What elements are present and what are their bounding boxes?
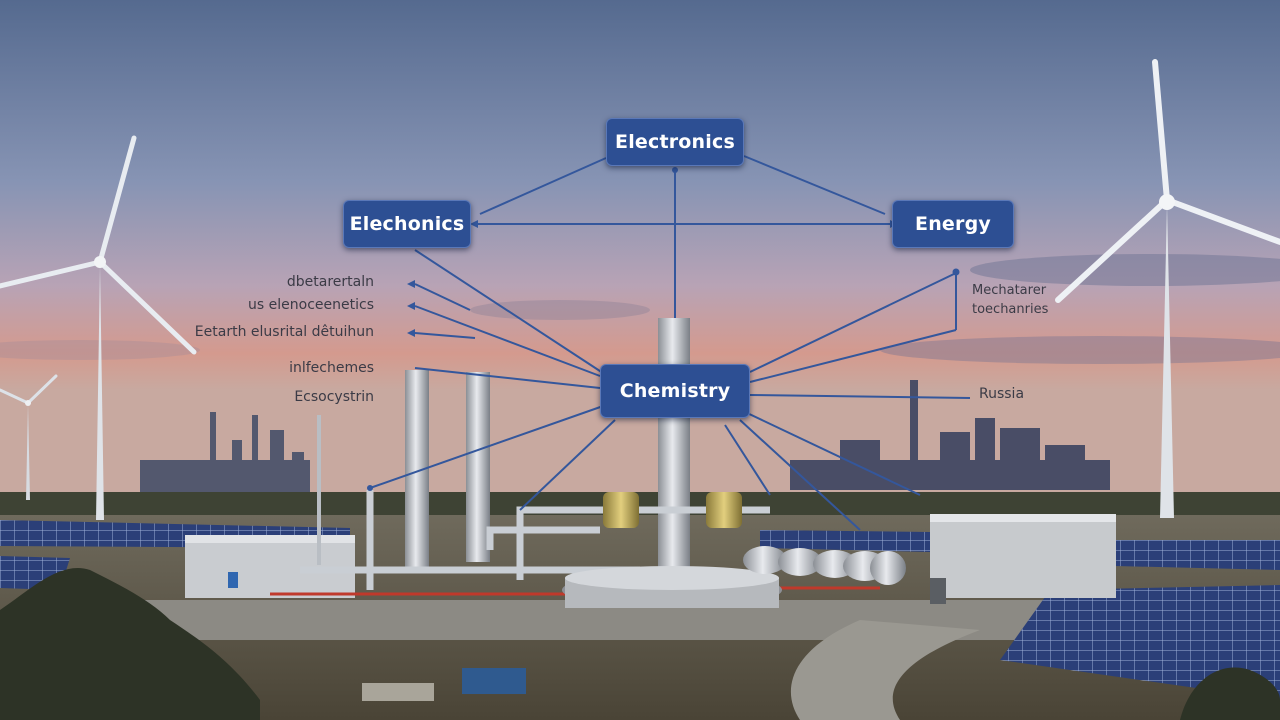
foreground-brush xyxy=(0,568,1280,720)
distant-refinery-left xyxy=(140,412,310,495)
cloud xyxy=(880,336,1280,364)
node-energy-right: Energy xyxy=(892,200,1014,248)
connector xyxy=(414,249,607,376)
platform-top xyxy=(565,566,779,590)
center-tower xyxy=(658,318,690,580)
connector xyxy=(744,411,921,496)
arrowhead xyxy=(407,329,415,337)
solar-field-right xyxy=(1115,540,1280,570)
connector xyxy=(749,394,971,399)
container xyxy=(462,668,526,694)
connector xyxy=(749,329,957,383)
cloud xyxy=(970,254,1280,286)
distant-refinery-right xyxy=(790,380,1110,490)
connector xyxy=(743,155,886,215)
wind-turbine-left xyxy=(0,135,197,520)
reactor-right xyxy=(706,492,742,528)
slab xyxy=(362,683,434,701)
right-label: Mechatarer xyxy=(972,283,1047,298)
wind-turbine-right xyxy=(1055,59,1280,518)
right-label: Russia xyxy=(979,386,1025,402)
connector xyxy=(749,272,957,373)
right-label: toechanries xyxy=(972,302,1049,317)
left-label: Eetarth elusrital dêtuihun xyxy=(194,324,374,340)
connector xyxy=(369,404,607,489)
arrowhead xyxy=(470,220,478,228)
column-mid xyxy=(466,372,490,562)
node-chemistry-center: Chemistry xyxy=(600,364,750,418)
solar-field-front xyxy=(1000,585,1280,700)
connector xyxy=(739,419,861,531)
thin-pole xyxy=(317,415,321,565)
left-label: us elenoceenetics xyxy=(248,297,374,313)
column-left xyxy=(405,370,429,570)
connector xyxy=(724,424,771,496)
tank-train xyxy=(743,546,906,585)
left-label: Ecsocystrin xyxy=(294,389,374,405)
arrowhead xyxy=(367,485,373,491)
reactor-left xyxy=(603,492,639,528)
node-electronics-top: Electronics xyxy=(606,118,744,166)
connectors xyxy=(369,155,971,531)
connector xyxy=(414,332,476,339)
arrowhead xyxy=(952,268,960,276)
road-curve xyxy=(790,620,980,720)
left-label: inlfechemes xyxy=(289,360,374,376)
solar-field-mid xyxy=(760,530,930,552)
node-elechonics-left: Elechonics xyxy=(343,200,471,248)
barrel xyxy=(930,578,946,604)
connector xyxy=(479,157,607,215)
connector xyxy=(414,305,601,377)
road xyxy=(110,600,1050,640)
left-label: dbetarertaln xyxy=(286,274,374,290)
wind-turbine-far xyxy=(0,374,58,500)
arrowhead xyxy=(407,280,415,288)
arrowhead xyxy=(407,302,415,310)
warehouse-right xyxy=(930,514,1116,598)
connector xyxy=(519,419,616,511)
connector xyxy=(414,367,601,389)
arrowhead xyxy=(672,167,678,173)
connector xyxy=(414,283,471,311)
